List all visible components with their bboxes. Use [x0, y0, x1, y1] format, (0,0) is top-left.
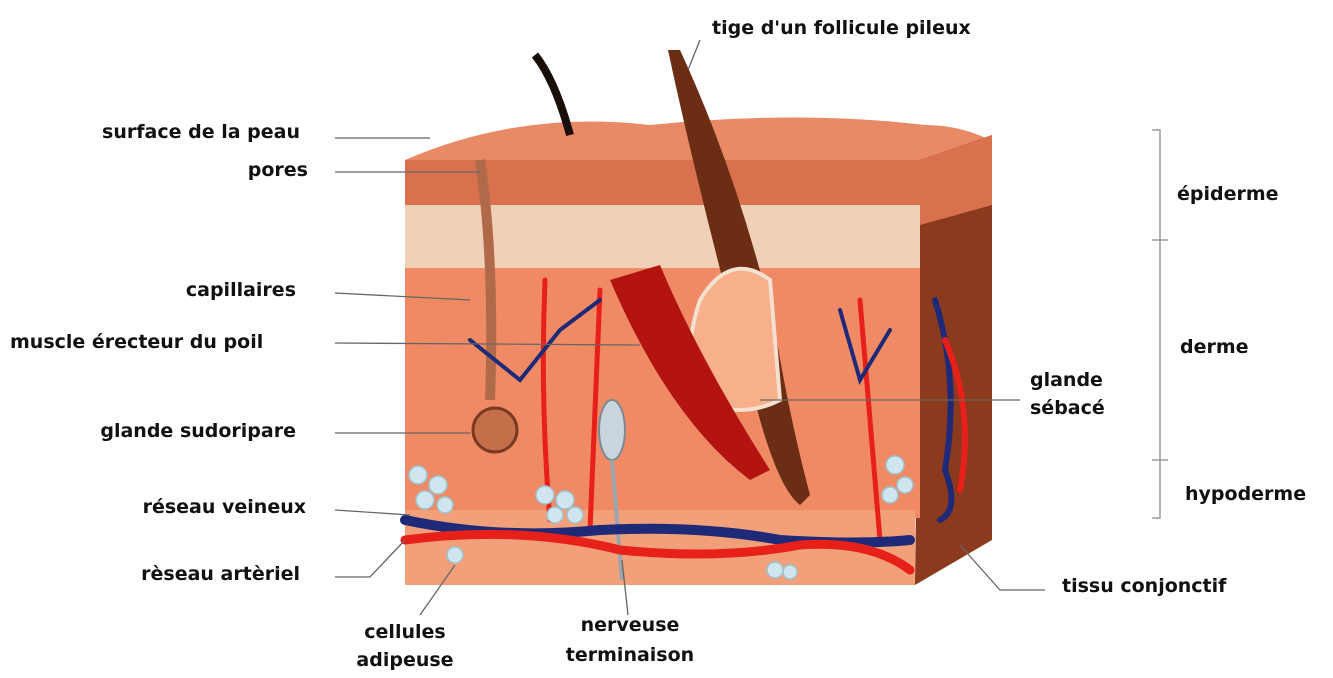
label-venous-network: réseau veineux [20, 497, 306, 519]
label-arterial-network: rèseau artèriel [20, 564, 300, 586]
label-capillaries: capillaires [20, 280, 296, 302]
label-hair-shaft: tige d'un follicule pileux [712, 18, 971, 40]
label-arrector-muscle: muscle érecteur du poil [10, 332, 263, 354]
label-nerve-line2: terminaison [560, 645, 700, 667]
label-sebaceous-line2: sébacé [1030, 398, 1105, 420]
label-sweat-gland: glande sudoripare [20, 421, 296, 443]
label-dermis: derme [1180, 337, 1249, 359]
leader-hair-shaft [688, 40, 700, 70]
leader-connective [960, 545, 1045, 590]
label-pores: pores [20, 160, 308, 182]
label-fat-cells-line1: cellules [345, 622, 465, 644]
leader-venous [335, 510, 410, 515]
hair-left [535, 55, 570, 135]
label-nerve-line1: nerveuse [560, 615, 700, 637]
label-hypodermis: hypoderme [1185, 484, 1306, 506]
layer-bracket [1152, 130, 1168, 518]
label-skin-surface: surface de la peau [20, 122, 300, 144]
label-epidermis: épiderme [1177, 184, 1279, 206]
sweat-gland-coil [473, 408, 517, 452]
leader-arterial [335, 540, 405, 577]
label-fat-cells-line2: adipeuse [345, 650, 465, 672]
label-connective-tissue: tissu conjonctif [1062, 576, 1226, 598]
label-sebaceous-line1: glande [1030, 370, 1103, 392]
nerve-ending [599, 400, 625, 460]
